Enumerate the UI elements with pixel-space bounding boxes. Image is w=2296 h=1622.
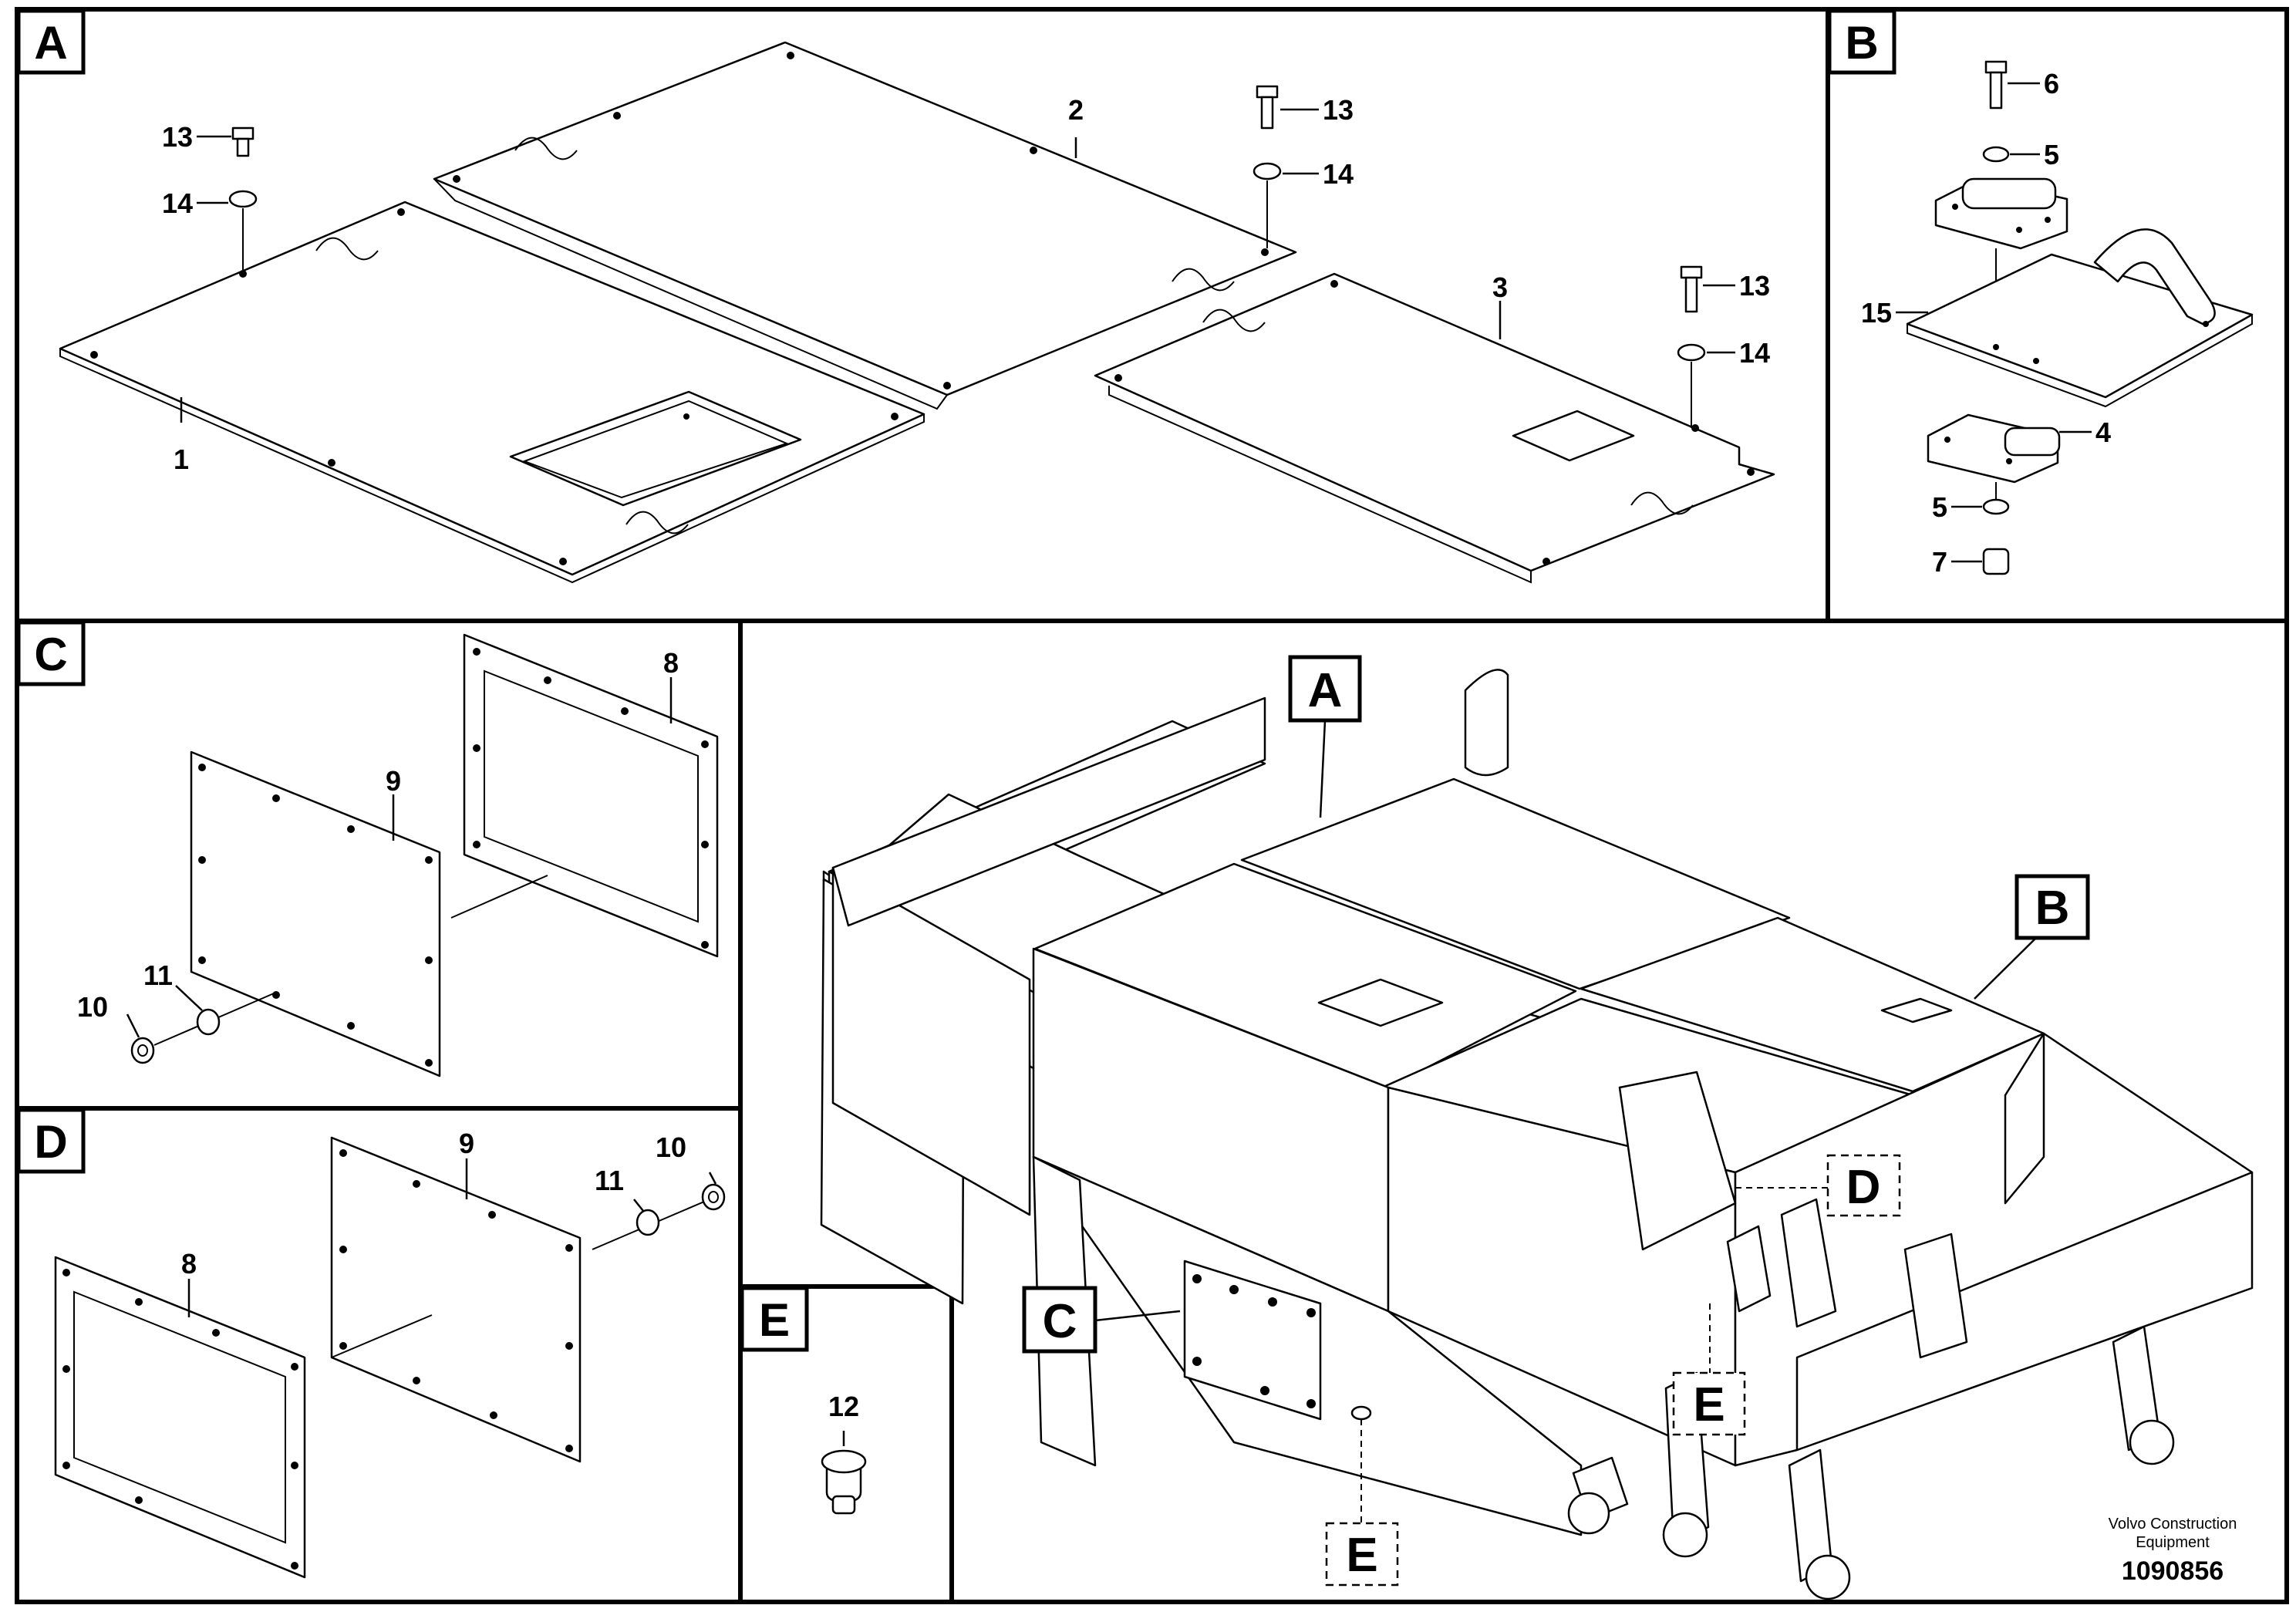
cover-plate-3 <box>1094 272 1775 584</box>
washer-14-plate-3 <box>1677 343 1706 428</box>
hatch-plate-15 <box>1906 228 2254 408</box>
plug-12 <box>821 1449 867 1515</box>
panel-c: C <box>16 620 719 1077</box>
bolt-13-plate-2 <box>1256 85 1279 130</box>
label-1: 1 <box>174 443 189 475</box>
label-5: 5 <box>2044 139 2059 170</box>
label-13: 13 <box>162 121 193 153</box>
label-14: 14 <box>1739 337 1770 369</box>
panel-c-tag-box <box>16 620 86 686</box>
panel-b-tag: B <box>1845 17 1878 69</box>
callout-b: B <box>2035 882 2070 935</box>
callout-a: A <box>1308 664 1343 717</box>
cover-plate-2 <box>433 41 1297 410</box>
callout-e: E <box>1346 1529 1377 1582</box>
gasket-8 <box>463 633 719 958</box>
plug-e-lower <box>1350 1405 1372 1421</box>
machine-overview: A B C D E E <box>820 655 2254 1600</box>
washer-5-bottom <box>1982 498 2010 515</box>
panel-b-tag-box <box>1827 8 1896 75</box>
panel-e-tag: E <box>759 1294 790 1346</box>
callout-e: E <box>1693 1378 1725 1431</box>
nut-7 <box>1982 548 2010 575</box>
label-9: 9 <box>459 1128 474 1159</box>
bolt-6 <box>1984 60 2008 110</box>
washer-11 <box>196 1008 221 1036</box>
label-8: 8 <box>663 647 679 679</box>
label-9: 9 <box>386 765 401 797</box>
document-number: 1090856 <box>2122 1556 2224 1586</box>
panel-a-tag-box <box>16 8 86 75</box>
cover-plate-1 <box>59 201 925 584</box>
nut-10 <box>701 1183 726 1211</box>
washer-5-top <box>1982 146 2010 163</box>
panel-d-tag-box <box>16 1108 86 1174</box>
label-4: 4 <box>2095 416 2111 448</box>
brand-line-2: Equipment <box>2136 1534 2210 1551</box>
label-5: 5 <box>1932 491 1947 523</box>
cover-9 <box>190 750 441 1077</box>
panel-b: B <box>1827 8 2254 578</box>
label-13: 13 <box>1739 270 1770 302</box>
label-15: 15 <box>1861 297 1892 329</box>
callout-e1-box <box>1672 1371 1746 1436</box>
callout-c: C <box>1043 1295 1077 1348</box>
label-10: 10 <box>77 991 108 1023</box>
washer-11 <box>636 1209 660 1236</box>
callout-d-box <box>1826 1154 1901 1217</box>
label-11: 11 <box>143 959 173 991</box>
bolt-13-plate-3 <box>1680 265 1703 313</box>
panel-e-tag-box <box>740 1286 809 1352</box>
panel-a: A <box>16 8 1775 584</box>
label-7: 7 <box>1932 546 1947 578</box>
callout-d: D <box>1846 1161 1881 1214</box>
panel-d: D <box>16 1108 726 1579</box>
label-3: 3 <box>1492 271 1508 303</box>
callout-e2-box <box>1325 1522 1399 1587</box>
label-14: 14 <box>1323 158 1354 190</box>
panel-d-tag: D <box>34 1116 67 1168</box>
side-cover-c <box>1183 1259 1322 1421</box>
cover-9 <box>330 1136 582 1463</box>
gasket-8 <box>54 1256 306 1579</box>
footer: Volvo Construction Equipment 1090856 <box>2109 1516 2237 1586</box>
panel-e: E 12 <box>740 1286 867 1515</box>
brand-line-1: Volvo Construction <box>2109 1516 2237 1533</box>
label-10: 10 <box>656 1131 686 1163</box>
panel-c-tag: C <box>34 629 67 680</box>
callout-a-box <box>1288 655 1362 723</box>
washer-14-plate-2 <box>1253 162 1282 248</box>
panel-a-tag: A <box>34 17 67 69</box>
label-11: 11 <box>595 1165 624 1196</box>
label-2: 2 <box>1068 94 1084 126</box>
label-14: 14 <box>162 187 193 219</box>
hinge-lower-4 <box>1927 413 2061 484</box>
bolt-13-plate-1 <box>231 126 255 157</box>
callout-b-box <box>2014 874 2090 940</box>
label-8: 8 <box>181 1248 197 1280</box>
panel-frames <box>15 7 2289 1604</box>
nut-10 <box>130 1037 155 1064</box>
hinge-upper <box>1934 177 2068 250</box>
label-6: 6 <box>2044 68 2059 99</box>
label-12: 12 <box>828 1391 859 1422</box>
washer-14-plate-1 <box>228 190 258 276</box>
label-13: 13 <box>1323 94 1354 126</box>
